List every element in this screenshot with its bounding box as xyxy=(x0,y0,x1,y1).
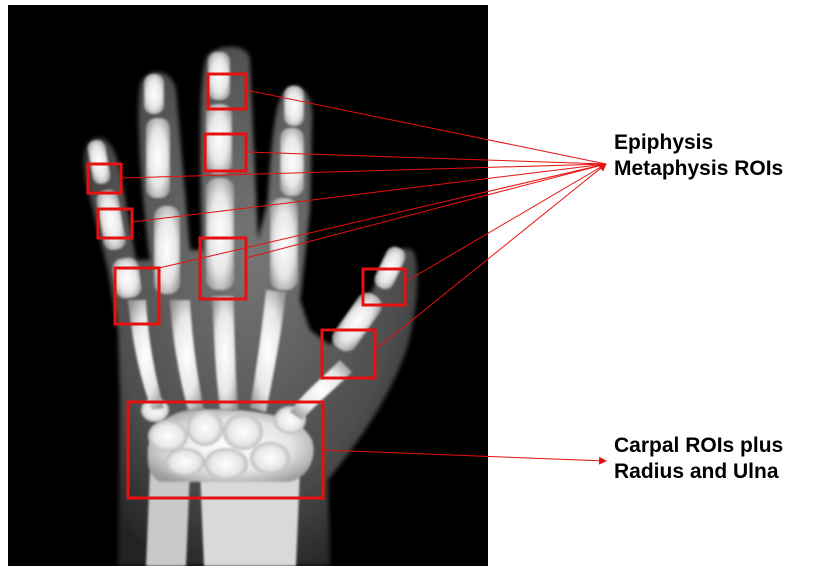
epiphysis-label-line1: Epiphysis xyxy=(614,130,783,156)
carpal-label-line1: Carpal ROIs plus xyxy=(614,433,783,459)
carpal-radius-ulna-label: Carpal ROIs plus Radius and Ulna xyxy=(614,433,783,485)
epiphysis-label-line2: Metaphysis ROIs xyxy=(614,156,783,182)
carpal-label-line2: Radius and Ulna xyxy=(614,459,783,485)
epiphysis-metaphysis-label: Epiphysis Metaphysis ROIs xyxy=(614,130,783,182)
